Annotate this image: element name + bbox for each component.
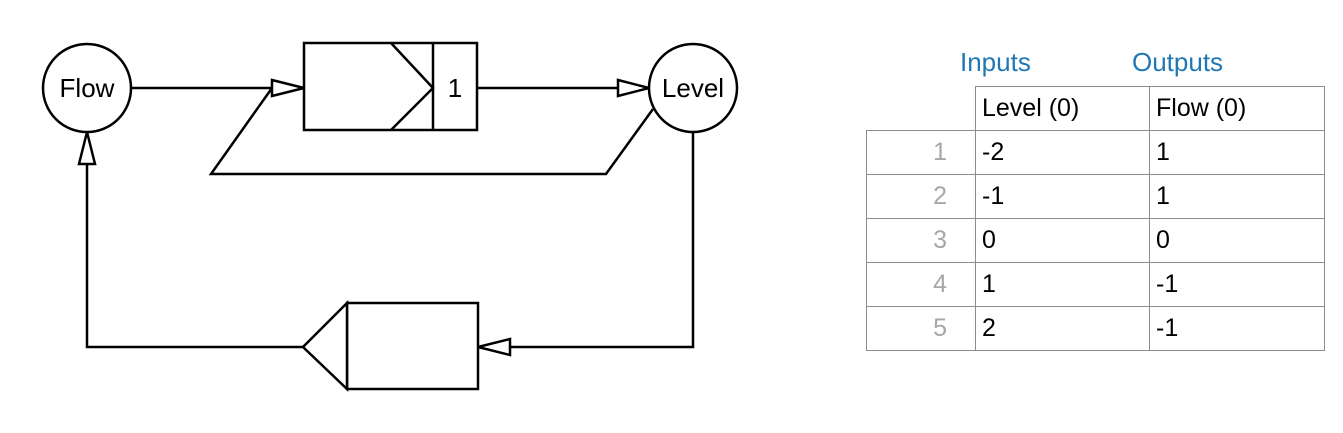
table-row: 2 -1 1 <box>866 174 1325 219</box>
arrowhead-controller-input-icon <box>477 337 512 357</box>
row-index: 5 <box>866 306 976 351</box>
flow-cell[interactable]: 0 <box>1149 218 1325 263</box>
wire-controller-to-flow <box>85 164 303 349</box>
flow-cell[interactable]: 1 <box>1149 174 1325 219</box>
inputs-header: Inputs <box>960 47 1031 77</box>
flow-cell[interactable]: 1 <box>1149 130 1325 175</box>
outputs-header: Outputs <box>1132 47 1224 77</box>
row-index: 3 <box>866 218 976 263</box>
column-header-level[interactable]: Level (0) <box>975 86 1150 131</box>
level-cell[interactable]: 1 <box>975 262 1150 307</box>
delay-block[interactable] <box>302 41 479 132</box>
flow-cell[interactable]: -1 <box>1149 306 1325 351</box>
flow-cell[interactable]: -1 <box>1149 262 1325 307</box>
arrowhead-flow-input-icon <box>77 131 97 166</box>
column-header-flow[interactable]: Flow (0) <box>1149 86 1325 131</box>
level-node-label: Level <box>662 73 724 103</box>
lookup-table: Level (0) Flow (0) 1 -2 1 2 -1 1 3 0 0 4… <box>866 86 1325 351</box>
table-header-row: Level (0) Flow (0) <box>866 86 1325 131</box>
controller-block[interactable] <box>345 301 480 391</box>
arrowhead-level-input-icon <box>616 78 650 98</box>
level-cell[interactable]: -2 <box>975 130 1150 175</box>
level-cell[interactable]: 0 <box>975 218 1150 263</box>
level-cell[interactable]: -1 <box>975 174 1150 219</box>
row-index: 2 <box>866 174 976 219</box>
wire-level-feedback <box>208 87 655 176</box>
arrowhead-delay-input-icon <box>270 78 305 98</box>
table-row: 3 0 0 <box>866 218 1325 263</box>
table-row: 5 2 -1 <box>866 306 1325 351</box>
table-corner-cell <box>866 86 976 131</box>
row-index: 1 <box>866 130 976 175</box>
flow-node-label: Flow <box>60 73 115 103</box>
table-row: 1 -2 1 <box>866 130 1325 175</box>
row-index: 4 <box>866 262 976 307</box>
level-cell[interactable]: 2 <box>975 306 1150 351</box>
wire-level-to-controller <box>510 132 695 349</box>
table-row: 4 1 -1 <box>866 262 1325 307</box>
delay-chevron-icon <box>390 42 435 131</box>
control-loop-diagram: Flow Level 1 <box>41 41 739 392</box>
controller-output-triangle-icon <box>301 299 349 392</box>
delay-value-label: 1 <box>448 73 462 103</box>
